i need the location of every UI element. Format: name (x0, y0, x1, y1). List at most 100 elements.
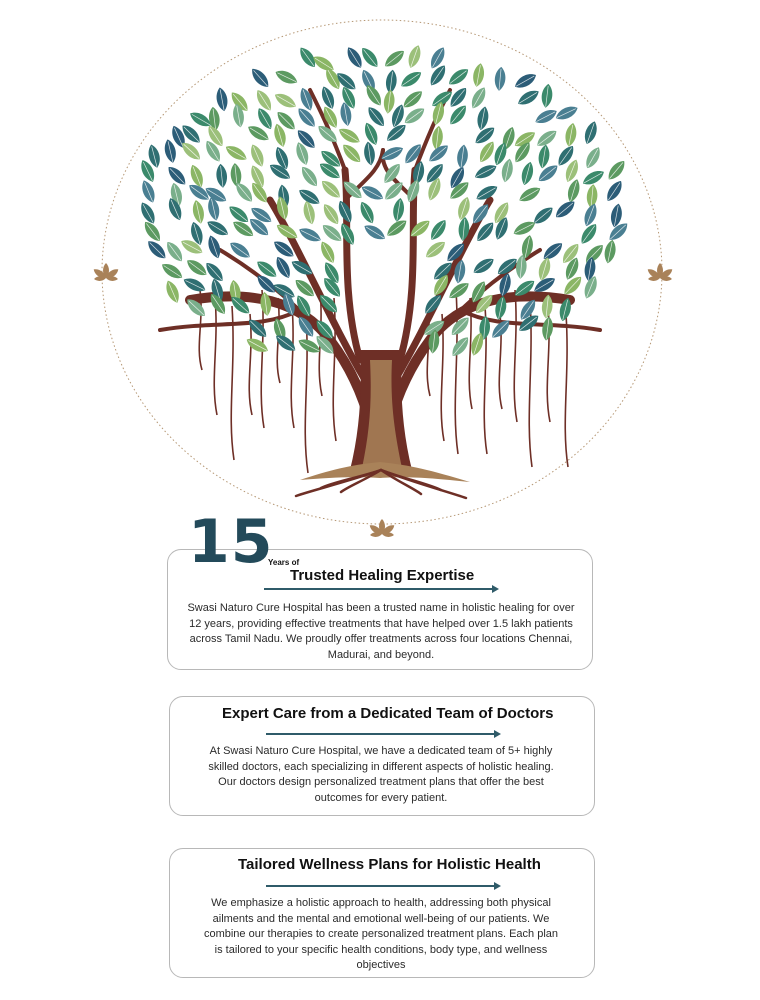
leaf-shape (430, 65, 446, 86)
leaf-shape (229, 206, 249, 223)
leaf-shape (385, 182, 403, 200)
leaf-shape (608, 160, 625, 180)
leaf-shape (426, 164, 443, 183)
leaf-shape (609, 223, 628, 240)
leaf-shape (230, 242, 250, 258)
leaf-shape (515, 74, 536, 88)
leaf-shape (190, 164, 203, 188)
leaf-shape (252, 182, 267, 203)
leaf-shape (275, 147, 289, 170)
leaf-shape (366, 85, 381, 106)
experience-title: Trusted Healing Expertise (290, 567, 475, 584)
leaf-shape (432, 91, 452, 107)
leaf-shape (225, 146, 247, 160)
leaf-shape (565, 123, 577, 147)
ornaments (93, 263, 673, 537)
leaf-shape (538, 257, 551, 281)
leaf-shape (206, 262, 223, 281)
leaf-shape (162, 263, 183, 279)
leaf-shape (431, 220, 446, 240)
leaf-shape (256, 90, 272, 111)
leaf-shape (274, 123, 286, 147)
lotus-leaf-ornament-icon (647, 263, 673, 281)
leaf-shape (141, 160, 155, 182)
leaf-shape (514, 132, 535, 147)
leaf-shape (535, 109, 557, 124)
leaf-shape (458, 216, 470, 241)
leaf-shape (474, 165, 497, 179)
leaf-shape (516, 254, 527, 279)
lotus-leaf-ornament-icon (93, 263, 119, 281)
leaf-shape (190, 112, 211, 127)
leaf-shape (564, 276, 582, 295)
leaf-shape (252, 68, 269, 87)
leaf-shape (454, 259, 466, 284)
leaf-shape (148, 241, 166, 259)
leaf-shape (452, 337, 469, 356)
leaf-shape (520, 299, 536, 320)
leaf-shape (141, 202, 155, 224)
leaf-shape (168, 198, 182, 221)
arrow-right-icon (266, 882, 501, 890)
leaf-shape (428, 329, 440, 354)
leaf-shape (274, 93, 296, 108)
leaf-shape (584, 276, 597, 299)
leaf-shape (183, 278, 206, 292)
leaf-shape (321, 86, 335, 109)
leaf-shape (471, 332, 483, 356)
years-number: 15 (188, 507, 274, 577)
leaf-shape (501, 158, 513, 183)
leaf-shape (206, 140, 220, 162)
leaf-shape (449, 283, 469, 299)
leaf-shape (541, 294, 553, 319)
leaf-shape (209, 106, 220, 131)
leaf-shape (296, 142, 309, 165)
leaf-shape (538, 165, 558, 182)
leaf-shape (298, 339, 321, 353)
leaf-shape (425, 295, 442, 314)
leaf-shape (586, 147, 600, 169)
leaf-shape (458, 196, 470, 220)
wellness-body: We emphasize a holistic approach to heal… (203, 897, 559, 971)
leaf-shape (401, 72, 422, 87)
leaf-shape (495, 296, 507, 320)
leaf-shape (495, 217, 508, 240)
leaf-shape (205, 187, 227, 202)
leaf-shape (300, 47, 316, 68)
leaf-shape (428, 178, 441, 201)
leaf-shape (343, 181, 362, 198)
leaf-shape (313, 56, 334, 71)
leaf-shape (387, 124, 406, 141)
leaf-shape (182, 142, 200, 160)
leaf-shape (337, 73, 356, 90)
leaf-shape (208, 235, 221, 259)
leaf-shape (558, 145, 574, 166)
leaf-shape (607, 181, 622, 201)
leaf-shape (383, 89, 395, 114)
leaf-shape (519, 187, 541, 202)
leaf-shape (303, 200, 315, 225)
leaf-shape (515, 142, 530, 163)
leaf-shape (208, 125, 223, 147)
leaf-shape (424, 320, 445, 335)
leaf-shape (248, 126, 269, 141)
leaf-shape (565, 159, 578, 182)
leaf-shape (236, 182, 253, 202)
leaf-shape (565, 257, 579, 280)
leaf-shape (231, 92, 248, 111)
leaf-shape (581, 224, 597, 244)
leaf-shape (321, 241, 335, 263)
leaf-shape (494, 202, 509, 224)
doctors-card (169, 696, 595, 816)
leaf-shape (434, 262, 452, 280)
leaf-shape (432, 125, 443, 150)
leaf-shape (361, 186, 384, 200)
leaf-shape (362, 47, 378, 67)
leaf-shape (391, 104, 404, 128)
leaf-shape (450, 182, 469, 199)
leaf-shape (384, 163, 400, 183)
leaf-shape (426, 241, 445, 258)
leaf-shape (494, 142, 507, 166)
leaf-shape (233, 103, 244, 128)
leaf-shape (257, 261, 277, 277)
